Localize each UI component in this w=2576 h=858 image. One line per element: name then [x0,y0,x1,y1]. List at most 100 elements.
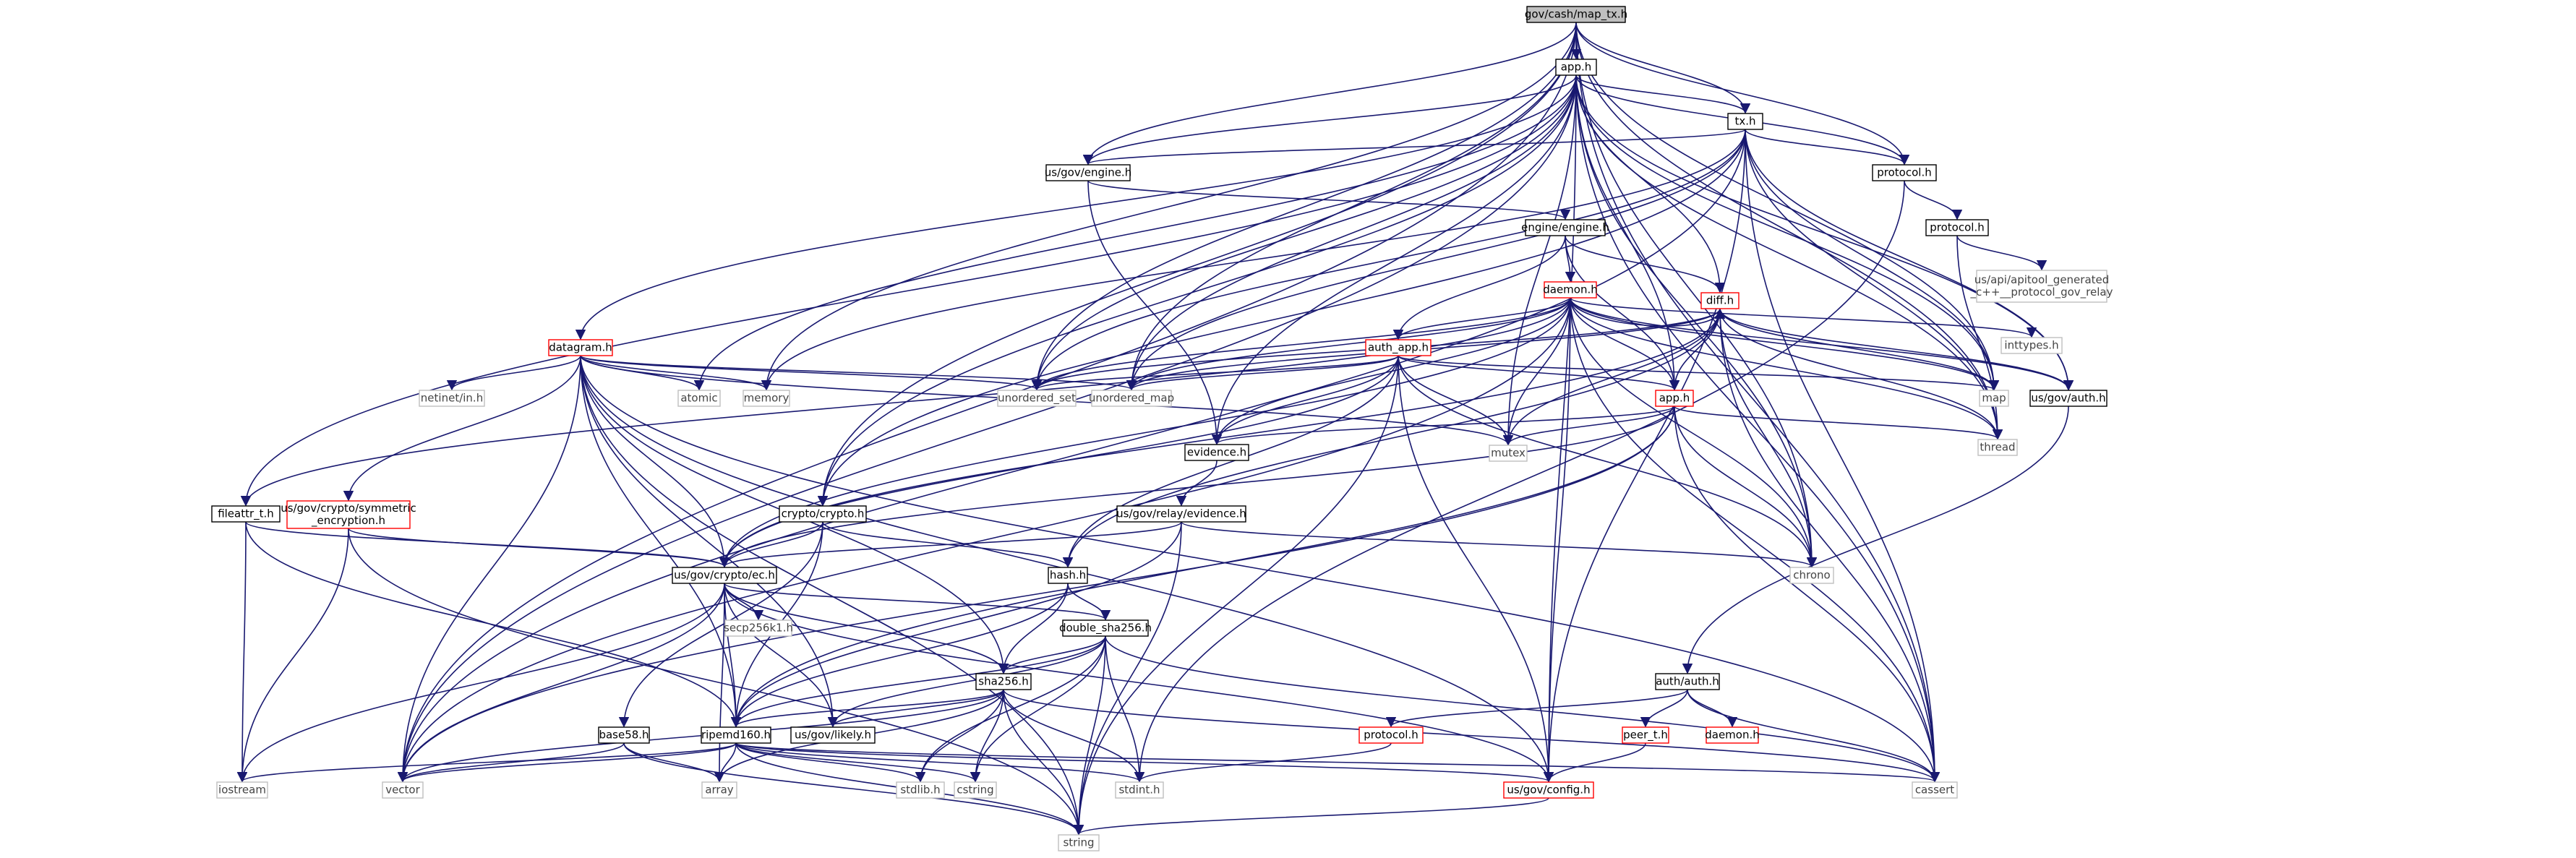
node-box [1115,781,1164,799]
edge-us_gov_crypto_ec_h-to-us_gov_likely_h [724,583,839,728]
node-box [701,781,737,799]
node-box [1116,505,1246,523]
node-vector[interactable]: vector [382,781,424,799]
node-label: peer_t.h [1623,729,1668,742]
edge-tx_h-to-map [1745,129,2000,391]
node-app-h-top[interactable]: app.h [1555,59,1597,76]
node-daemon-h[interactable]: daemon.h [1543,281,1598,299]
node-box [1655,673,1720,690]
node-netinet-in-h[interactable]: netinet/in.h [419,390,485,407]
edge-diff_h-to-chrono [1719,308,1818,568]
edge-daemon_h-to-unordered_map [1126,297,1571,391]
edge-daemon_h-to-app_h_red [1570,297,1680,391]
node-iostream[interactable]: iostream [216,781,268,799]
node-unordered-set[interactable]: unordered_set [997,390,1077,407]
edge-auth_app_h-to-string [1073,355,1399,836]
node-auth-app-h[interactable]: auth_app.h [1365,339,1432,356]
edge-datagram_h-to-vector [397,355,581,783]
node-protocol-h-b[interactable]: protocol.h [1925,219,1989,236]
edge-app_h_top-to-datagram_h [575,74,1577,340]
node-mutex[interactable]: mutex [1489,445,1528,462]
edge-engine_engine_h-to-auth_app_h [1392,235,1566,340]
edge-auth_app_h-to-unordered_map [1126,355,1399,391]
node-relay-evidence-h[interactable]: us/gov/relay/evidence.h [1116,505,1246,523]
node-label: chrono [1793,569,1830,582]
edge-auth_app_h-to-map [1398,355,1999,391]
edge-auth_app_h-to-chrono [1398,355,1818,568]
node-label: stdlib.h [900,784,940,797]
node-memory[interactable]: memory [743,390,790,407]
edge-diff_h-to-thread [1719,308,2003,440]
node-diff-h[interactable]: diff.h [1700,292,1740,309]
node-us-gov-engine-h[interactable]: us/gov/engine.h [1045,164,1131,181]
node-us-gov-likely-h[interactable]: us/gov/likely.h [790,726,876,744]
node-box [1062,619,1149,637]
edge-us_gov_crypto_ec_h-to-array [714,583,725,783]
edge-datagram_h-to-unordered_map [580,355,1137,391]
edge-auth_auth_h-to-daemon_h_small [1687,689,1738,728]
node-box [779,505,867,523]
edge-us_gov_crypto_ec_h-to-ripemd160_h [724,583,742,728]
node-cstring[interactable]: cstring [954,781,997,799]
node-ripemd160-h[interactable]: ripemd160.h [701,726,771,744]
edge-auth_app_h-to-us_gov_crypto_ec_h [719,355,1399,568]
edge-diff_h-to-map [1719,308,2000,391]
node-crypto-crypto-h[interactable]: crypto/crypto.h [779,505,867,523]
node-us-gov-crypto-ec-h[interactable]: us/gov/crypto/ec.h [672,567,777,584]
node-box [1700,292,1740,309]
edge-auth_app_h-to-app_h_red [1398,355,1679,391]
node-symmetric-enc-h[interactable]: us/gov/crypto/symmetric_encryption.h [281,500,416,529]
node-us-gov-auth-h[interactable]: us/gov/auth.h [2029,390,2108,407]
node-datagram-h[interactable]: datagram.h [548,339,613,356]
edge-tx_h-to-crypto_crypto_h [817,129,1746,507]
node-apitool[interactable]: us/api/apitool_generated_c++__protocol_g… [1970,270,2113,303]
node-array[interactable]: array [701,781,737,799]
node-sha256-h[interactable]: sha256.h [975,673,1032,690]
node-fileattr-t-h[interactable]: fileattr_t.h [211,505,281,523]
node-tx-h[interactable]: tx.h [1727,113,1763,130]
node-secp256k1-h[interactable]: secp256k1.h [724,619,793,637]
node-map[interactable]: map [1979,390,2009,407]
node-peer-t-h[interactable]: peer_t.h [1622,726,1669,744]
node-box [997,390,1077,407]
node-app-h-red[interactable]: app.h [1655,390,1694,407]
edge-tx_h-to-thread [1745,129,2003,440]
node-box [1526,6,1626,23]
node-label: us/gov/config.h [1507,784,1590,797]
node-box [1544,281,1597,299]
node-cassert[interactable]: cassert [1912,781,1958,799]
edge-app_h_red-to-ripemd160_h [730,406,1675,728]
node-box [724,619,792,637]
node-protocol-h-red[interactable]: protocol.h [1358,726,1424,744]
node-atomic[interactable]: atomic [677,390,721,407]
node-hash-h[interactable]: hash.h [1048,567,1088,584]
node-root[interactable]: gov/cash/map_tx.h [1525,6,1627,23]
node-thread[interactable]: thread [1977,439,2018,456]
node-label: inttypes.h [2004,339,2058,352]
edge-double_sha256_h-to-us_gov_likely_h [827,635,1106,728]
node-daemon-h-small[interactable]: daemon.h [1705,726,1760,744]
node-evidence-h[interactable]: evidence.h [1184,444,1249,461]
node-label: daemon.h [1543,283,1598,296]
edge-double_sha256_h-to-stdint_h [1105,635,1145,783]
node-engine-engine-h[interactable]: engine/engine.h [1521,219,1609,236]
edge-app_h_top-to-tx_h [1575,74,1751,114]
node-double-sha256-h[interactable]: double_sha256.h [1059,619,1152,637]
node-auth-auth-h[interactable]: auth/auth.h [1655,673,1720,690]
node-protocol-h-a[interactable]: protocol.h [1872,164,1937,181]
edge-us_gov_config_h-to-string [1074,797,1549,836]
node-stdlib-h[interactable]: stdlib.h [896,781,945,799]
node-base58-h[interactable]: base58.h [598,726,650,744]
node-string[interactable]: string [1058,834,1100,851]
edge-base58_h-to-array [623,742,725,783]
node-stdint-h[interactable]: stdint.h [1115,781,1164,799]
node-box [216,781,268,799]
node-chrono[interactable]: chrono [1789,567,1834,584]
node-label: us/gov/crypto/symmetric [281,502,416,515]
node-unordered-map[interactable]: unordered_map [1089,390,1174,407]
node-label: us/gov/engine.h [1045,166,1131,179]
node-label: auth/auth.h [1656,675,1719,688]
node-us-gov-config-h[interactable]: us/gov/config.h [1503,781,1594,799]
edge-us_gov_crypto_ec_h-to-vector [397,583,725,783]
node-inttypes-h[interactable]: inttypes.h [2001,337,2063,354]
